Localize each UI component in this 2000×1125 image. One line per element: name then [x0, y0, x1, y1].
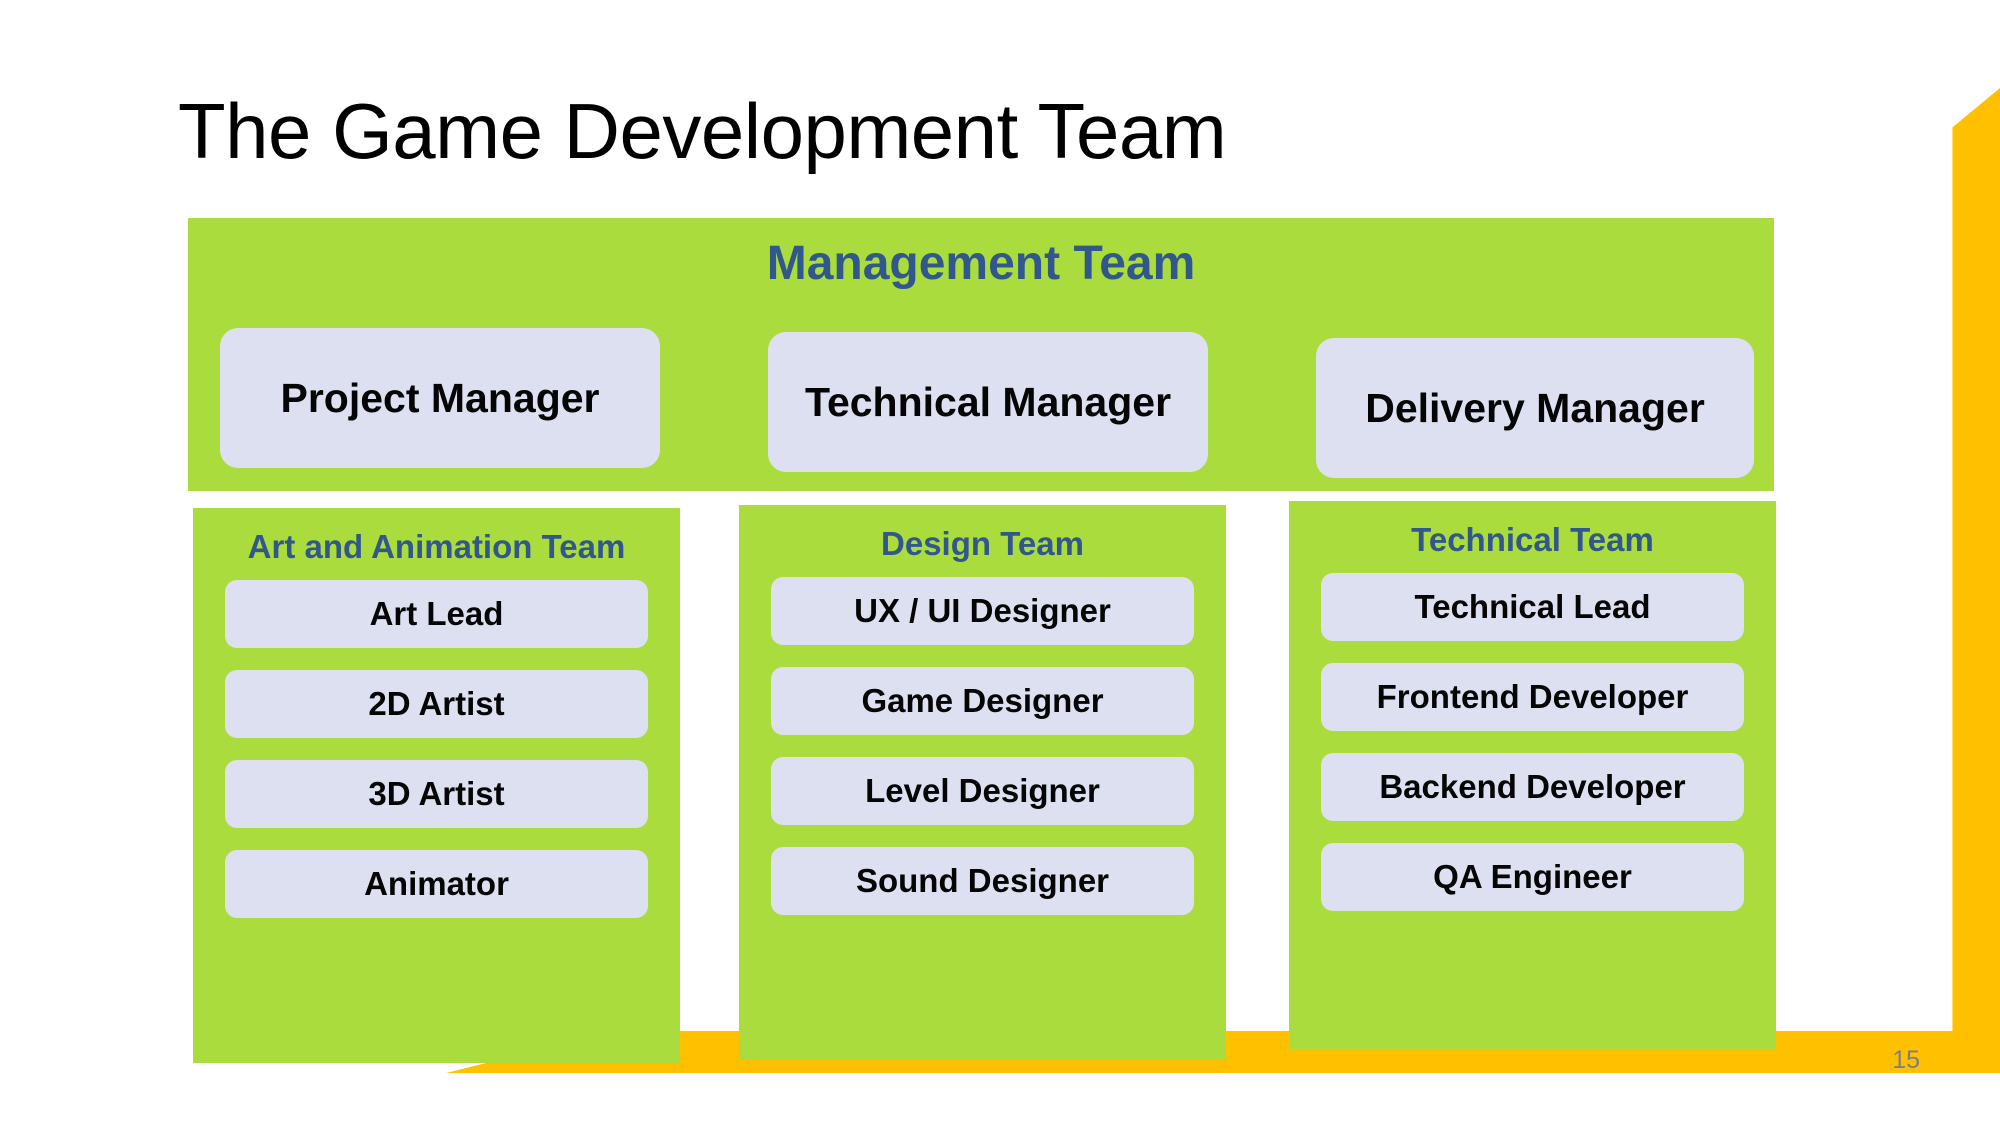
yellow-right-accent-bar: [1952, 88, 2000, 1073]
role-label: Animator: [364, 865, 509, 902]
role-list: Technical Lead Frontend Developer Backen…: [1289, 573, 1776, 911]
role-label: Project Manager: [280, 374, 600, 421]
role-card-sound-designer[interactable]: Sound Designer: [771, 847, 1194, 915]
role-label: Frontend Developer: [1376, 678, 1689, 715]
management-team-band: Management Team Project Manager Technica…: [188, 218, 1774, 491]
page-number: 15: [1892, 1046, 1920, 1074]
team-heading: Art and Animation Team: [247, 528, 626, 565]
role-card-frontend-developer[interactable]: Frontend Developer: [1321, 663, 1744, 731]
role-card-backend-developer[interactable]: Backend Developer: [1321, 753, 1744, 821]
team-heading: Design Team: [881, 525, 1084, 562]
role-label: Sound Designer: [855, 862, 1110, 899]
role-card-animator[interactable]: Animator: [225, 850, 648, 918]
role-card-technical-manager[interactable]: Technical Manager: [768, 332, 1208, 472]
role-label: Art Lead: [369, 595, 504, 632]
role-card-3d-artist[interactable]: 3D Artist: [225, 760, 648, 828]
role-card-2d-artist[interactable]: 2D Artist: [225, 670, 648, 738]
role-label: UX / UI Designer: [854, 592, 1111, 629]
team-column-art-and-animation: Art and Animation Team Art Lead 2D Artis…: [193, 508, 680, 1063]
role-label: Technical Lead: [1414, 588, 1651, 625]
management-team-heading: Management Team: [766, 237, 1196, 290]
role-card-art-lead[interactable]: Art Lead: [225, 580, 648, 648]
team-heading: Technical Team: [1411, 521, 1654, 558]
role-card-ux-ui-designer[interactable]: UX / UI Designer: [771, 577, 1194, 645]
role-card-level-designer[interactable]: Level Designer: [771, 757, 1194, 825]
role-label: 3D Artist: [368, 775, 505, 812]
role-label: QA Engineer: [1433, 858, 1632, 895]
role-label: Game Designer: [861, 682, 1104, 719]
role-label: Backend Developer: [1379, 768, 1686, 805]
team-column-technical: Technical Team Technical Lead Frontend D…: [1289, 501, 1776, 1049]
team-column-design: Design Team UX / UI Designer Game Design…: [739, 505, 1226, 1060]
role-label: Technical Manager: [804, 378, 1172, 425]
role-list: UX / UI Designer Game Designer Level Des…: [739, 577, 1226, 915]
role-card-delivery-manager[interactable]: Delivery Manager: [1316, 338, 1754, 478]
team-columns: Art and Animation Team Art Lead 2D Artis…: [193, 501, 1776, 1068]
role-card-qa-engineer[interactable]: QA Engineer: [1321, 843, 1744, 911]
role-list: Art Lead 2D Artist 3D Artist Animator: [193, 580, 680, 918]
role-card-game-designer[interactable]: Game Designer: [771, 667, 1194, 735]
page-title: The Game Development Team: [178, 87, 1227, 175]
management-card-row: Project Manager Technical Manager Delive…: [220, 328, 1754, 478]
role-card-technical-lead[interactable]: Technical Lead: [1321, 573, 1744, 641]
role-label: Delivery Manager: [1365, 384, 1705, 431]
role-label: 2D Artist: [368, 685, 505, 722]
role-card-project-manager[interactable]: Project Manager: [220, 328, 660, 468]
role-label: Level Designer: [865, 772, 1100, 809]
